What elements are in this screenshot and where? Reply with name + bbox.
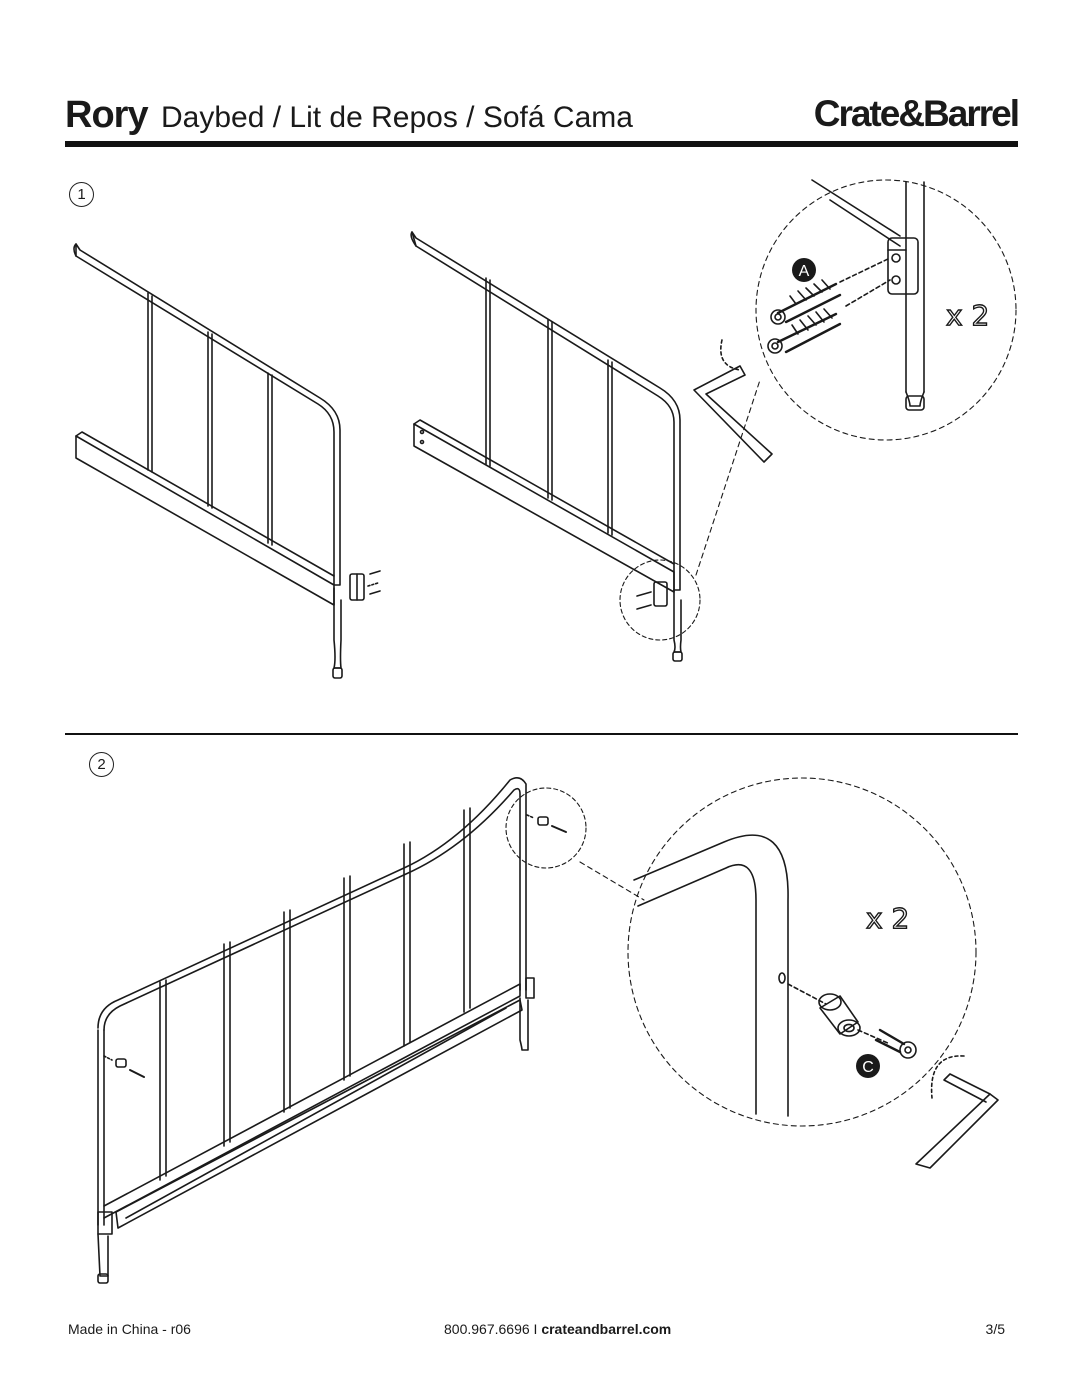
step2-zoom-detail bbox=[627, 777, 999, 1169]
part-c-callout: C bbox=[856, 1054, 880, 1078]
step1-right-panel bbox=[410, 231, 701, 662]
product-name: Rory bbox=[65, 94, 149, 136]
step2-side-panel bbox=[97, 776, 645, 1284]
step-1-number: 1 bbox=[69, 182, 94, 207]
step-divider bbox=[65, 733, 1018, 735]
footer-phone: 800.967.6696 bbox=[444, 1321, 530, 1337]
footer-contact: 800.967.6696 I crateandbarrel.com bbox=[444, 1321, 671, 1337]
step1-zoom-detail bbox=[693, 179, 1017, 576]
footer-separator: I bbox=[533, 1321, 538, 1337]
quantity-x2-step1: x 2 bbox=[946, 299, 989, 332]
footer-website-link[interactable]: crateandbarrel.com bbox=[541, 1321, 672, 1337]
product-subtitle: Daybed / Lit de Repos / Sofá Cama bbox=[161, 101, 633, 134]
step1-left-panel bbox=[73, 243, 381, 679]
part-c-label: C bbox=[862, 1059, 874, 1076]
part-a-callout: A bbox=[792, 258, 816, 282]
step-2-number: 2 bbox=[89, 752, 114, 777]
quantity-x2-step2: x 2 bbox=[866, 902, 909, 935]
footer-origin: Made in China - r06 bbox=[68, 1321, 191, 1337]
header-rule bbox=[65, 141, 1018, 147]
header: Rory Daybed / Lit de Repos / Sofá Cama C… bbox=[65, 88, 1020, 148]
brand-logo: Crate&Barrel bbox=[813, 93, 1020, 134]
footer-page-number: 3/5 bbox=[985, 1321, 1005, 1337]
part-a-label: A bbox=[799, 263, 810, 280]
